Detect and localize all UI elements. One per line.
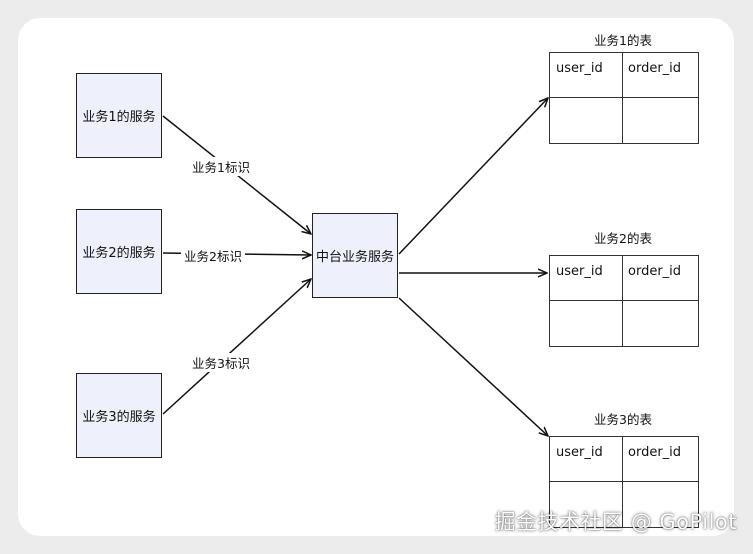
service-box-1: 业务1的服务 [76,73,162,158]
table-3-col-order-id: order_id [622,437,698,482]
table-3: user_id order_id [549,436,699,528]
table-2-title: 业务2的表 [594,231,652,246]
arrow-middle-to-table3 [398,297,548,436]
table-3-col-user-id: user_id [550,437,623,482]
table-1: user_id order_id [549,52,699,144]
arrow-svc3-to-middle [162,279,311,415]
table-2: user_id order_id [549,255,699,347]
edge-label-3: 业务3标识 [189,353,253,372]
middle-service-box: 中台业务服务 [312,213,398,298]
table-3-empty-cell [550,481,623,527]
table-1-title: 业务1的表 [594,33,652,48]
service-box-3-label: 业务3的服务 [82,410,156,425]
table-2-col-user-id: user_id [550,256,623,301]
service-box-2: 业务2的服务 [76,209,162,294]
edge-label-1: 业务1标识 [189,157,253,176]
table-1-empty-cell [550,97,623,143]
table-3-title: 业务3的表 [594,412,652,427]
middle-service-label: 中台业务服务 [315,250,394,265]
service-box-2-label: 业务2的服务 [82,246,156,261]
watermark: 掘金技术社区 @ GoPilot [494,510,737,534]
table-2-empty-cell [550,300,623,346]
arrow-middle-to-table1 [398,98,548,255]
service-box-3: 业务3的服务 [76,373,162,458]
table-1-col-order-id: order_id [622,53,698,98]
table-2-col-order-id: order_id [622,256,698,301]
table-1-col-user-id: user_id [550,53,623,98]
edge-label-2: 业务2标识 [181,246,245,265]
service-box-1-label: 业务1的服务 [82,110,156,125]
